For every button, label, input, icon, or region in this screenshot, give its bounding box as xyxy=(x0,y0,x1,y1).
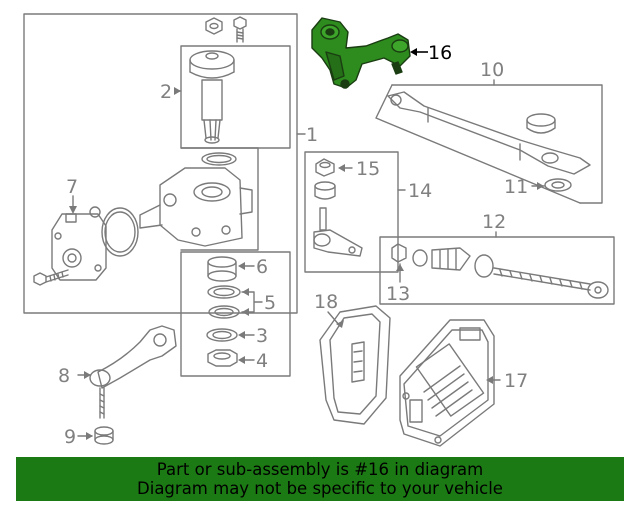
sector-cover-icon xyxy=(51,206,139,281)
callout-15: 15 xyxy=(356,158,380,180)
banner-line-part: Part or sub-assembly is #16 in diagram xyxy=(156,460,484,479)
valve-assembly-icon xyxy=(189,50,235,144)
tie-rod-end-icon xyxy=(313,207,363,257)
nut-icon xyxy=(207,349,238,367)
gasket-icon xyxy=(319,305,391,425)
callout-6: 6 xyxy=(256,256,268,278)
gear-housing-icon xyxy=(139,167,253,247)
callout-2: 2 xyxy=(160,81,172,103)
tie-rod-icon xyxy=(391,243,609,299)
callout-12: 12 xyxy=(482,211,506,233)
callout-3: 3 xyxy=(256,325,268,347)
callout-13: 13 xyxy=(386,283,410,305)
callout-1: 1 xyxy=(306,124,318,146)
callout-10: 10 xyxy=(480,59,504,81)
bolt-icon xyxy=(233,16,247,43)
group-box-1 xyxy=(23,13,298,314)
group-box-12 xyxy=(379,236,615,305)
bearing-icon xyxy=(207,256,237,282)
info-banner: Part or sub-assembly is #16 in diagram D… xyxy=(16,457,624,501)
group-box-bearings xyxy=(180,251,291,377)
callout-14: 14 xyxy=(408,180,432,202)
bushing-icon xyxy=(544,178,572,192)
group-box-14 xyxy=(304,151,399,273)
callout-11: 11 xyxy=(504,176,528,198)
callout-7: 7 xyxy=(66,176,78,198)
seal-box xyxy=(180,147,259,251)
idler-arm-icon xyxy=(311,17,411,89)
callout-16: 16 xyxy=(428,42,452,64)
relay-rod-icon xyxy=(387,91,591,175)
leader-5 xyxy=(241,291,263,313)
seal-ring-icon xyxy=(201,152,237,166)
seal-set-icon xyxy=(207,285,241,319)
group-box-10 xyxy=(391,84,603,204)
nut-icon xyxy=(315,158,335,177)
callout-8: 8 xyxy=(58,365,70,387)
callout-18: 18 xyxy=(314,291,338,313)
callout-17: 17 xyxy=(504,370,528,392)
bushing-icon xyxy=(526,113,556,134)
bolt-icon xyxy=(33,269,69,286)
pitman-arm-icon xyxy=(89,325,177,419)
callout-4: 4 xyxy=(256,350,268,372)
control-module-icon xyxy=(399,319,495,447)
washer-icon xyxy=(206,328,238,342)
nut-icon xyxy=(205,17,223,35)
callout-9: 9 xyxy=(64,426,76,448)
callout-5: 5 xyxy=(264,292,276,314)
banner-line-disclaimer: Diagram may not be specific to your vehi… xyxy=(137,479,503,498)
boot-icon xyxy=(314,181,336,200)
nut-icon xyxy=(94,426,114,445)
group-box-2 xyxy=(180,45,291,149)
